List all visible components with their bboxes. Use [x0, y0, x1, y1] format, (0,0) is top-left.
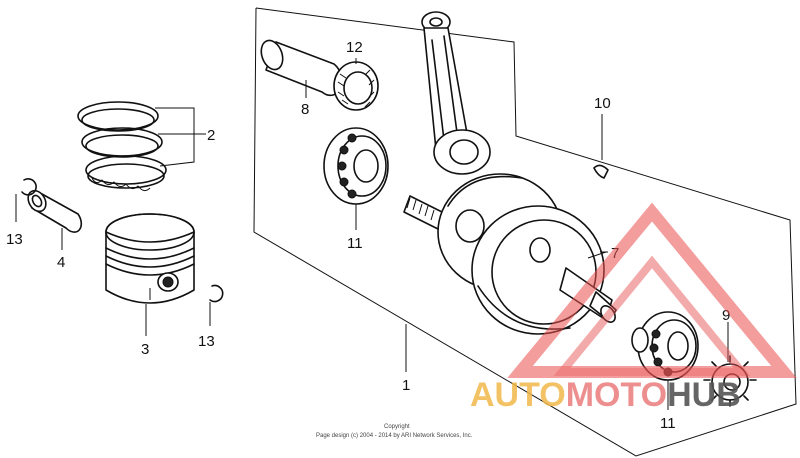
- assembly-outline: [253, 7, 797, 457]
- crankshaft-drawing: [403, 173, 617, 335]
- copyright-notice: Page design (c) 2004 - 2014 by ARI Netwo…: [316, 433, 473, 439]
- crank-pin-drawing: [260, 39, 343, 98]
- callout-13-right: 13: [198, 333, 215, 350]
- bearing-upper-drawing: [323, 127, 389, 230]
- callout-13-left: 13: [6, 231, 23, 248]
- piston-rings-drawing: [77, 101, 206, 192]
- callout-9: 9: [722, 307, 730, 324]
- piston-pin-drawing: [27, 189, 83, 250]
- callout-11-lower: 11: [660, 415, 676, 432]
- copyright-label: Copyright: [384, 424, 410, 430]
- needle-bearing-drawing: [333, 58, 379, 111]
- watermark-logo: [507, 202, 797, 378]
- piston-drawing: [105, 213, 195, 336]
- callout-12: 12: [346, 39, 363, 56]
- connecting-rod-drawing: [421, 11, 491, 175]
- callout-3: 3: [141, 341, 149, 358]
- callout-4: 4: [57, 254, 65, 271]
- callout-10: 10: [594, 95, 611, 112]
- circlip-left-drawing: [15, 178, 37, 222]
- leader-line-7: [587, 251, 607, 259]
- callout-2: 2: [207, 127, 215, 144]
- circlip-right-drawing: [209, 284, 224, 326]
- woodruff-key-drawing: [593, 114, 609, 179]
- watermark-text: AUTOMOTOHUB: [470, 376, 741, 414]
- callout-11-upper: 11: [347, 235, 363, 252]
- callout-8: 8: [301, 101, 309, 118]
- callout-1: 1: [402, 377, 410, 394]
